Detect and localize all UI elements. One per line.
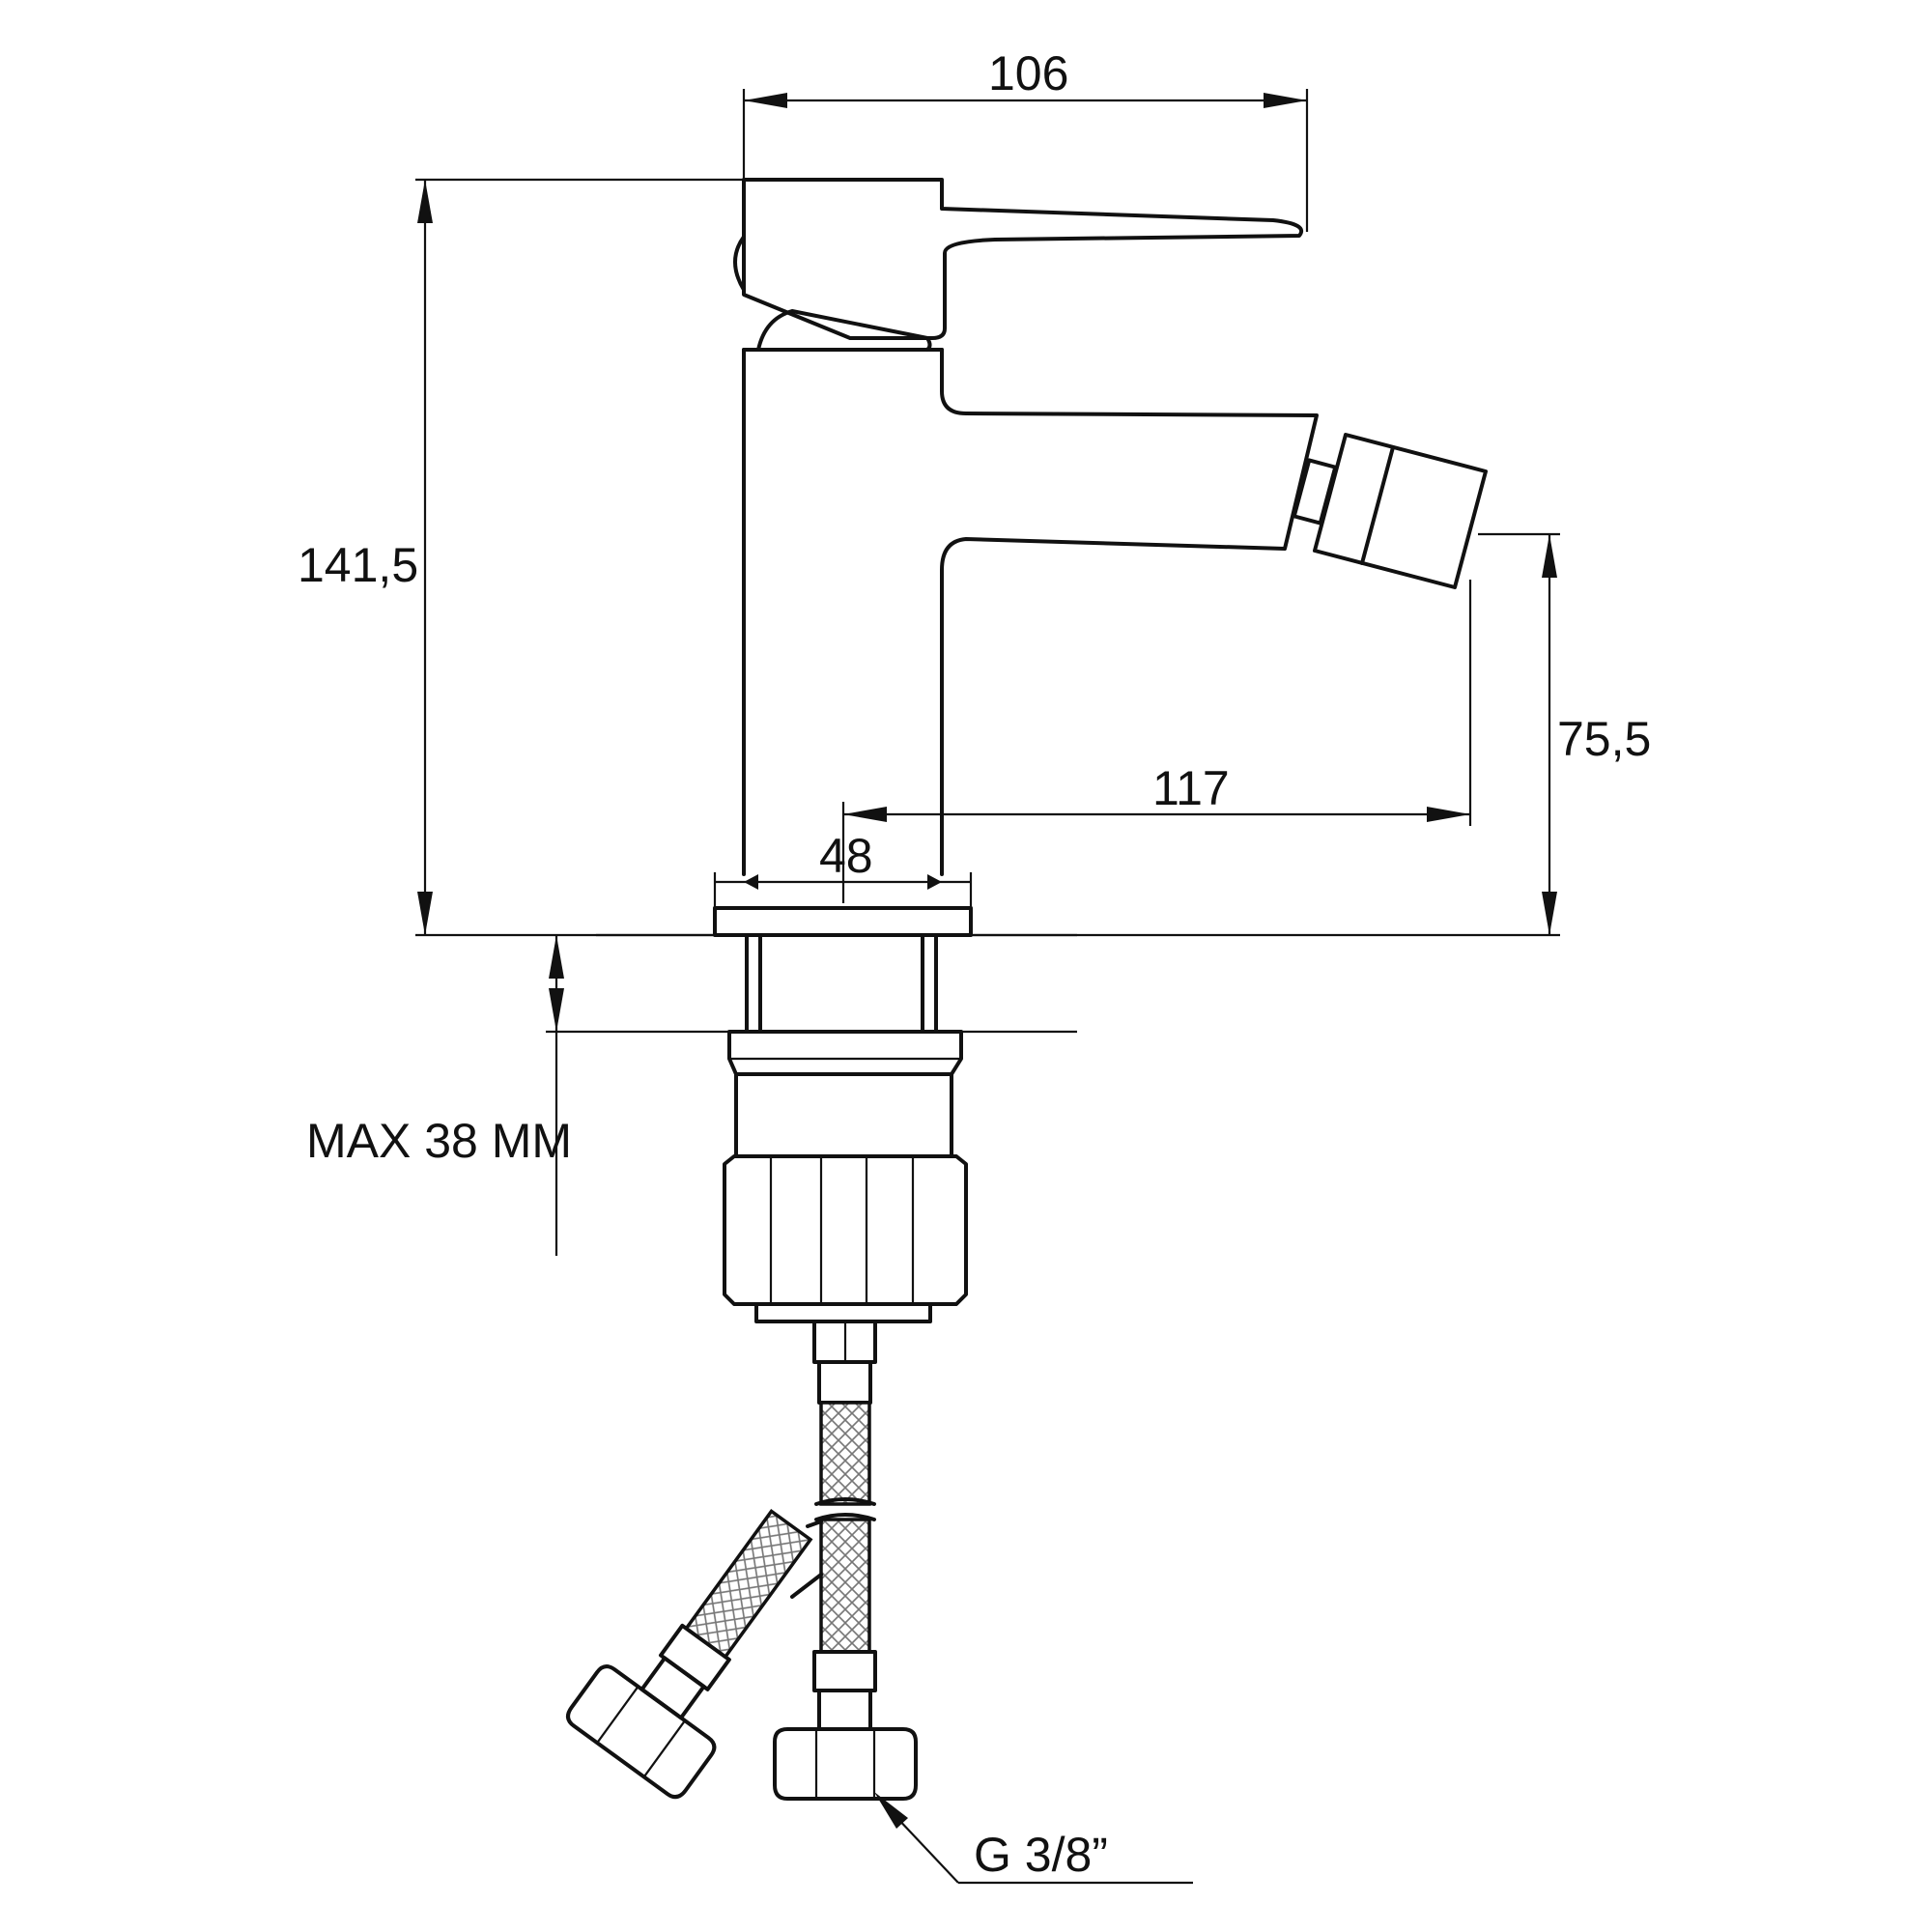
nut-bottom-ring <box>754 1302 932 1323</box>
dim-48-arrow-right <box>927 874 942 890</box>
vertical-hose-collar <box>812 1650 877 1692</box>
dim-755-label: 75,5 <box>1557 712 1651 766</box>
dim-38-arrow-top <box>549 935 564 979</box>
dim-755-arrow-top <box>1542 534 1557 578</box>
angled-nut-face-2 <box>642 1719 686 1778</box>
dim-117-label: 117 <box>1152 761 1230 815</box>
dim-117-arrow-left <box>843 807 887 822</box>
angled-nut-face-1 <box>596 1686 639 1744</box>
dim-1415-arrow-top <box>417 180 433 223</box>
shank <box>734 1072 953 1158</box>
thread-leader-arrow <box>874 1792 908 1829</box>
dim-48-label: 48 <box>819 829 873 883</box>
angled-hose-junction <box>790 1520 823 1599</box>
base-flange <box>713 906 973 937</box>
angled-hose-neck <box>639 1656 706 1720</box>
dim-106-label: 106 <box>988 46 1068 100</box>
dim-755-arrow-bottom <box>1542 892 1557 935</box>
hose-break-top <box>814 1497 876 1506</box>
mounting-stud-right <box>921 933 938 1034</box>
faucet-body <box>733 178 1488 876</box>
dim-1415-label: 141,5 <box>298 538 418 592</box>
vertical-hose-neck <box>817 1689 872 1731</box>
dim-106-arrow-right <box>1264 93 1307 108</box>
flexible-hoses <box>566 1320 918 1801</box>
handle-cap-dome <box>756 309 932 352</box>
dim-38-arrow-bottom <box>549 988 564 1032</box>
fixing-nut <box>723 1154 968 1306</box>
thread-label: G 3/8” <box>974 1828 1108 1882</box>
mounting-assembly <box>596 906 1077 1323</box>
vertical-hose-lower <box>819 1518 871 1654</box>
washer <box>727 1030 963 1076</box>
dim-106-arrow-left <box>744 93 787 108</box>
angled-hose-braid <box>683 1508 813 1660</box>
vertical-hose-upper <box>819 1401 871 1506</box>
angled-hose-hex-nut <box>566 1664 717 1800</box>
handle-cap-ring <box>733 235 746 292</box>
dim-38-label: MAX 38 MM <box>306 1114 572 1168</box>
lever-handle <box>742 178 1304 340</box>
mounting-stud-left <box>745 933 762 1034</box>
vertical-hose-hex-nut <box>773 1727 918 1801</box>
hose-top-collar <box>817 1360 872 1405</box>
dim-117-arrow-right <box>1427 807 1470 822</box>
angled-hose <box>566 1508 813 1800</box>
dimension-lines: 106 141,5 75,5 117 48 MAX 38 <box>298 46 1651 1885</box>
nozzle-divider <box>1360 445 1395 565</box>
dim-1415-arrow-bottom <box>417 892 433 935</box>
hose-break-bottom <box>814 1513 876 1521</box>
faucet-column <box>742 348 1319 876</box>
spout-nozzle <box>1313 433 1488 589</box>
dim-48-arrow-left <box>744 874 758 890</box>
